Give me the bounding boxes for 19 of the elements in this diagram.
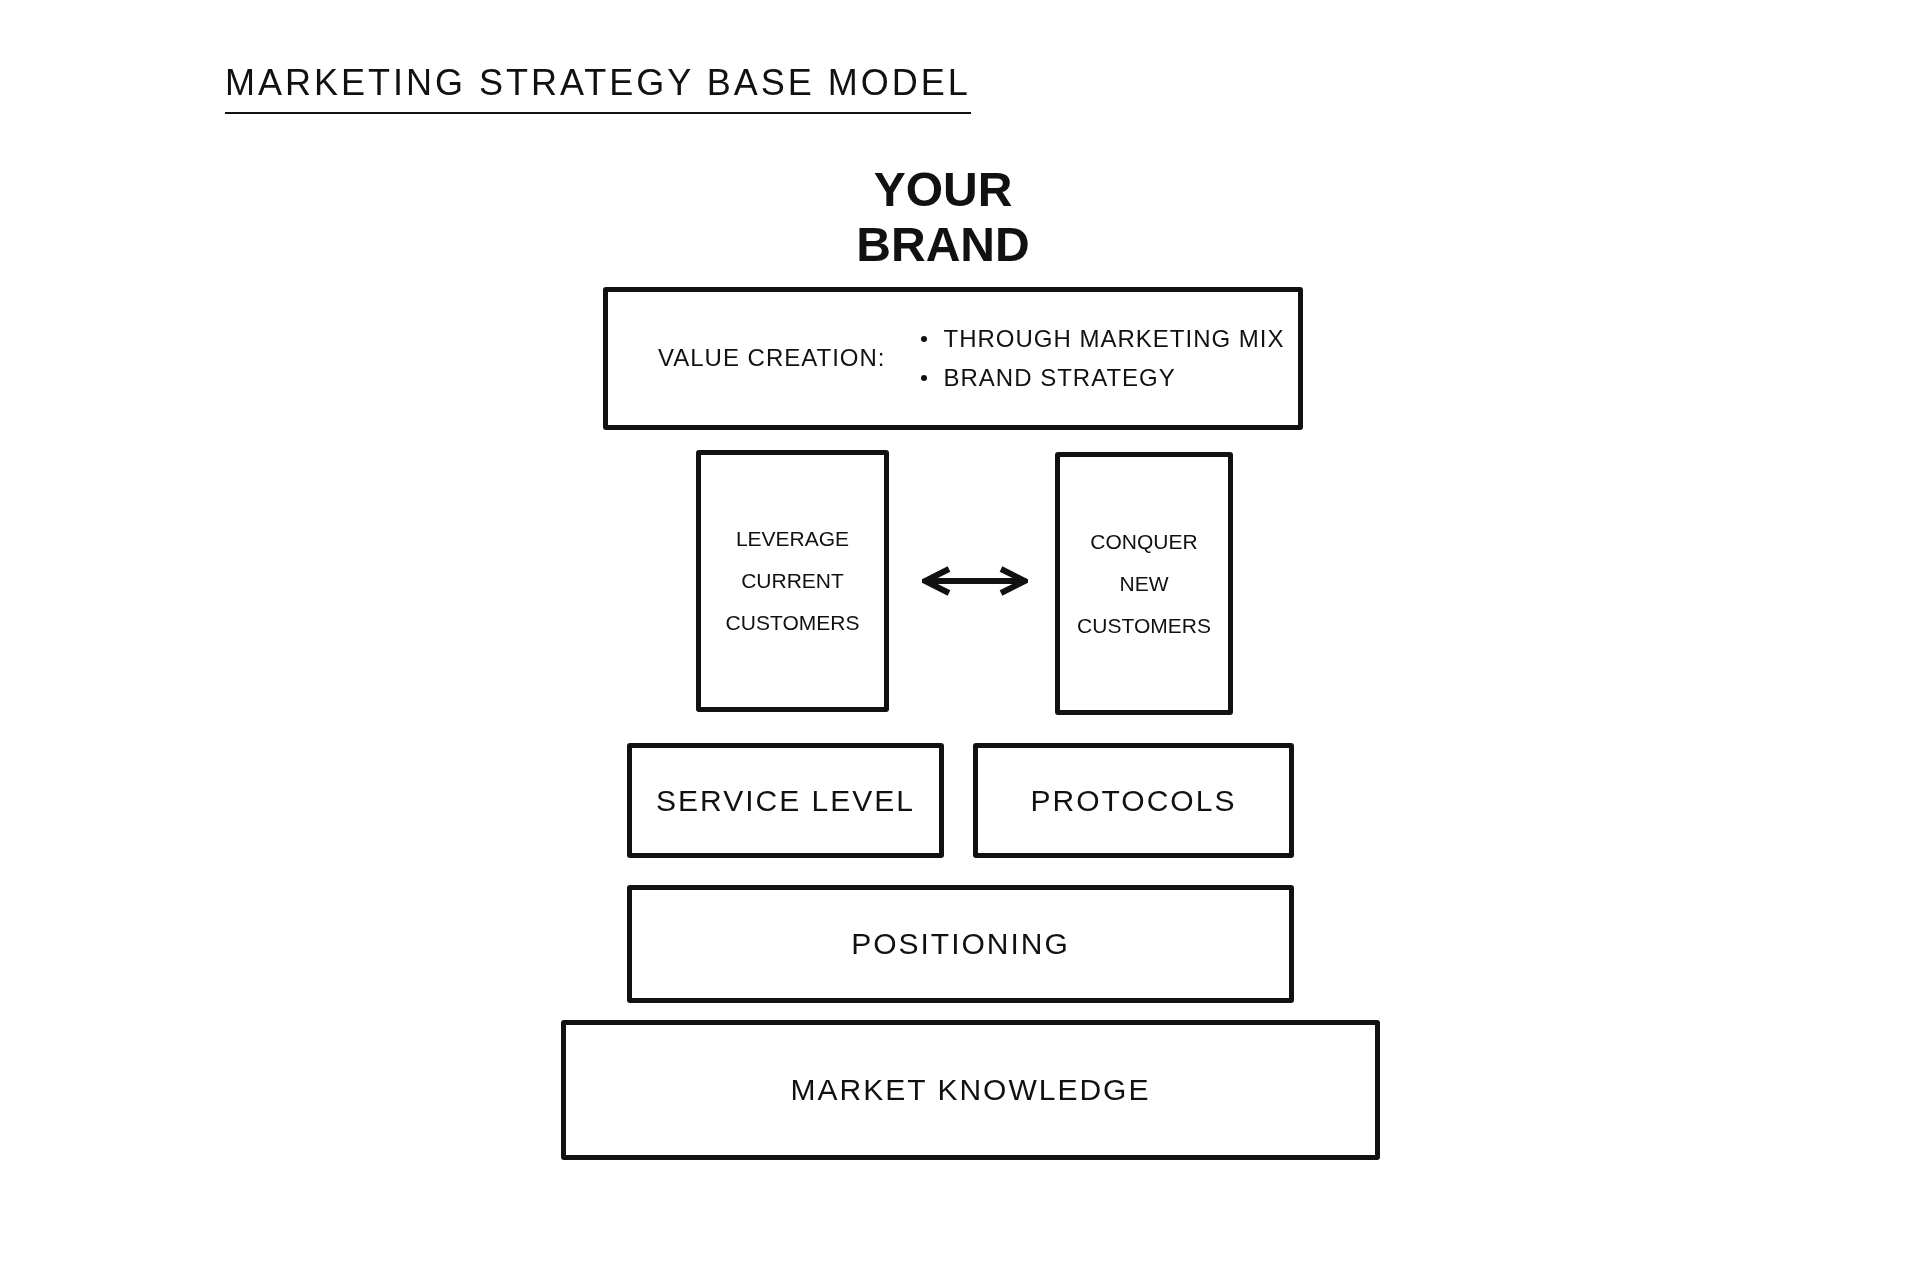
box-text: LEVERAGE CURRENT CUSTOMERS (724, 526, 861, 636)
text-box (603, 287, 1303, 430)
box-heading: VALUE CREATION: (658, 343, 886, 374)
text-box (627, 885, 1294, 1003)
box-text: MARKET KNOWLEDGE (790, 1072, 1151, 1108)
text-box (627, 743, 944, 858)
box-text: POSITIONING (851, 926, 1070, 962)
double-arrow (922, 566, 1028, 596)
text-box (561, 1020, 1380, 1160)
text-box (696, 450, 889, 712)
bullet-item: BRAND STRATEGY (943, 362, 1176, 393)
heading-label: YOUR BRAND (855, 162, 1031, 273)
box-text: PROTOCOLS (1030, 782, 1237, 819)
box-text: SERVICE LEVEL (656, 782, 915, 819)
text-box (973, 743, 1294, 858)
box-text: CONQUER NEW CUSTOMERS (1076, 528, 1212, 639)
bullet-item: THROUGH MARKETING MIX (943, 324, 1285, 355)
title: MARKETING STRATEGY BASE MODEL (225, 62, 971, 114)
text-box (1055, 452, 1233, 715)
